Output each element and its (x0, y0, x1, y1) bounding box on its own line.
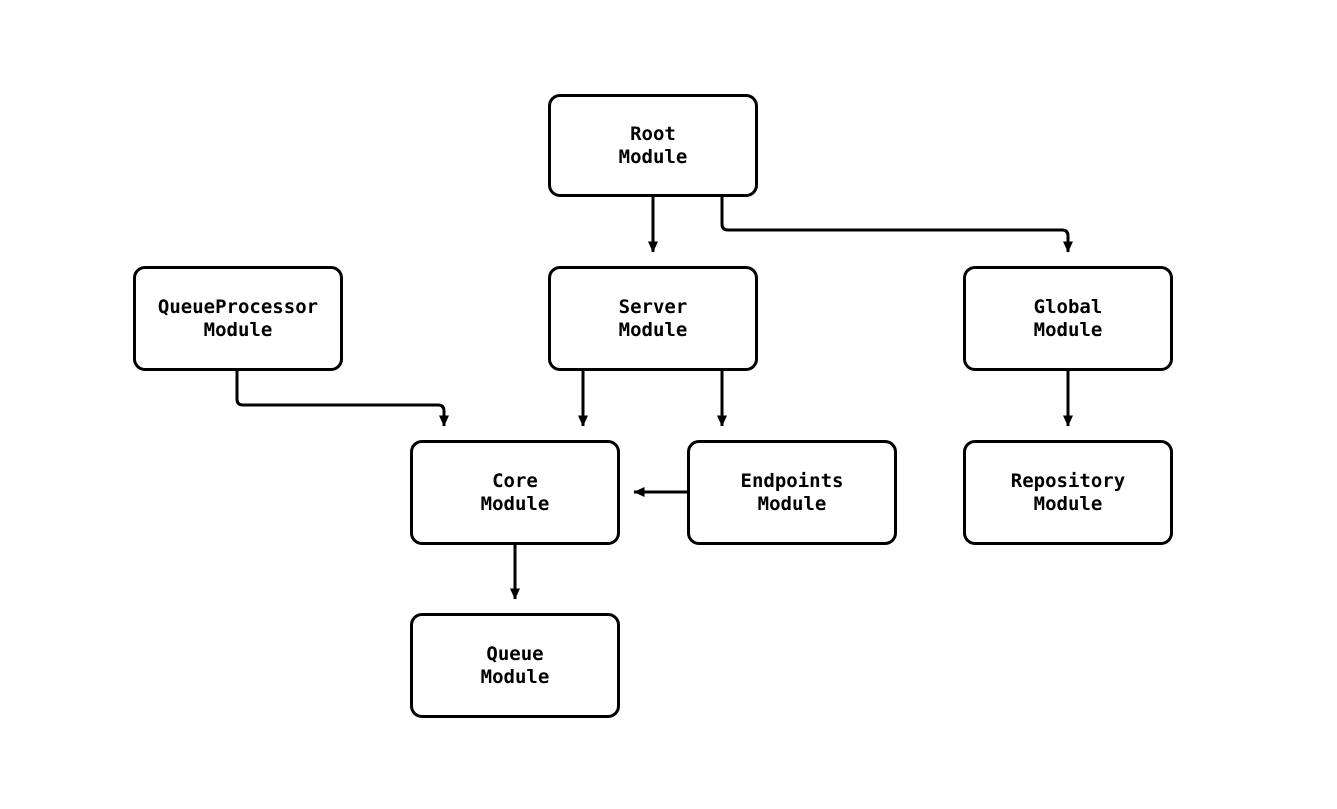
node-root-module-line1: Root (630, 122, 676, 145)
node-repository-module-line2: Module (1033, 492, 1103, 515)
node-queueprocessor-module-line2: Module (203, 318, 273, 341)
node-endpoints-module[interactable]: Endpoints Module (687, 440, 897, 545)
node-root-module-line2: Module (618, 145, 688, 168)
node-global-module-line1: Global (1033, 295, 1103, 318)
node-endpoints-module-line2: Module (757, 492, 827, 515)
node-repository-module-line1: Repository (1010, 469, 1126, 492)
node-global-module-line2: Module (1033, 318, 1103, 341)
node-core-module-line1: Core (492, 469, 538, 492)
node-server-module[interactable]: Server Module (548, 266, 758, 371)
node-queueprocessor-module[interactable]: QueueProcessor Module (133, 266, 343, 371)
edge-root-global (720, 197, 1073, 253)
node-queueprocessor-module-line1: QueueProcessor (157, 295, 319, 318)
node-root-module[interactable]: Root Module (548, 94, 758, 197)
node-queue-module[interactable]: Queue Module (410, 613, 620, 718)
node-repository-module[interactable]: Repository Module (963, 440, 1173, 545)
node-queue-module-line1: Queue (486, 642, 544, 665)
node-server-module-line1: Server (618, 295, 688, 318)
edge-queueprocessor-core (235, 371, 449, 427)
node-queue-module-line2: Module (480, 665, 550, 688)
node-endpoints-module-line1: Endpoints (740, 469, 844, 492)
node-core-module-line2: Module (480, 492, 550, 515)
node-global-module[interactable]: Global Module (963, 266, 1173, 371)
node-server-module-line2: Module (618, 318, 688, 341)
node-core-module[interactable]: Core Module (410, 440, 620, 545)
